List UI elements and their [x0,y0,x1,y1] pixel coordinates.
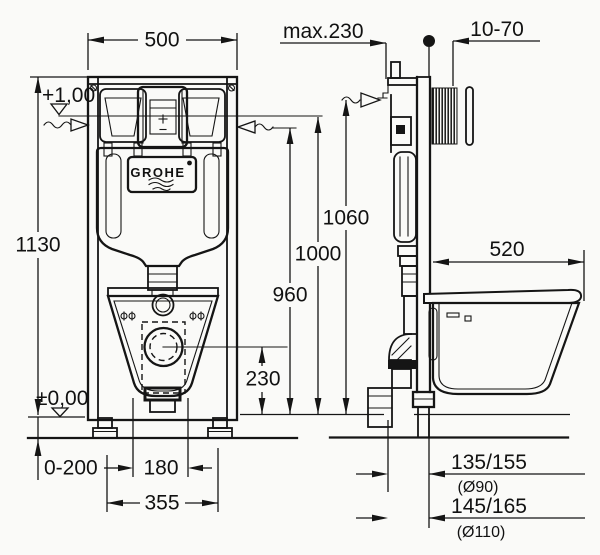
level-label-plus100: +1,00 [42,84,95,107]
dim-label-1000: 1000 [295,243,342,266]
wc-bowl-side-view [423,288,583,396]
dimension-1060: 1060 [323,100,370,414]
break-arrow-icon [341,92,382,108]
flush-inlet-connector [151,293,175,317]
break-arrow-icon [43,118,90,132]
dimension-1000: 1000 [295,117,342,414]
dimension-floor-buildup: 0-200 [34,417,98,480]
fixing-bolts-icon [120,311,205,321]
dim-label-dia110: (Ø110) [457,524,506,541]
dimension-height-1130: 1130 [15,76,88,415]
frame-rail-side [377,61,436,437]
dim-label-max230: max.230 [283,20,364,43]
vent-mark-icon [446,312,460,318]
break-arrow-icon [236,120,274,134]
dim-label-10-70: 10-70 [470,18,524,41]
side-view [367,61,583,437]
grohe-wave-icon [148,177,174,192]
reference-lines [26,35,570,440]
front-view: GROHE [86,75,239,439]
level-marker-icon [49,103,69,116]
dim-label-230: 230 [245,368,280,391]
cistern-side-profile [390,94,418,335]
dim-label-145-165: 145/165 [451,495,527,518]
dim-label-180: 180 [143,457,178,480]
cistern-tank: GROHE [95,146,230,268]
dim-label-520: 520 [489,238,524,261]
dim-label-1060: 1060 [323,207,370,230]
mounting-frame [86,75,239,439]
dimension-outlet-spacing-180: 180 [104,398,212,480]
grohe-logo: GROHE [126,155,198,194]
dim-label-355: 355 [144,492,179,515]
dim-label-dia90: (Ø90) [458,479,499,496]
dim-label-0-200: 0-200 [44,457,98,480]
dimension-drain-110: 145/165 (Ø110) [356,495,585,541]
dimension-drain-90: 135/155 (Ø90) [356,418,585,528]
dimension-bowl-520: 520 [433,238,585,301]
screw-icon [227,84,236,92]
dimension-width-500: 500 [87,29,238,70]
wc-bowl-front-view [106,287,220,413]
dimensions: 500 1130 +1,00 ±0,00 0-200 180 [15,18,585,541]
toilet-seat [423,288,583,304]
screw-icon [89,84,98,92]
dim-label-960: 960 [272,284,307,307]
dimension-max-230: max.230 [280,20,387,79]
flush-actuator [99,85,226,157]
level-label-zero: ±0,00 [36,387,88,410]
registered-mark-icon [187,160,192,166]
dimension-wall-10-70: 10-70 [452,18,540,86]
dimension-960: 960 [271,127,308,414]
level-marker-icon [50,407,70,418]
dim-label-135-155: 135/155 [451,451,527,474]
vent-mark-icon [464,315,472,322]
drain-zone-dashed [141,321,186,394]
dimension-230: 230 [245,347,281,414]
wall-section [431,87,458,145]
fixing-bracket-icon [396,125,405,134]
outlet-box [143,386,182,413]
fixing-point-icon [423,35,435,47]
flush-plate [465,86,474,146]
dim-label-1130: 1130 [15,234,60,257]
dim-label-500: 500 [144,29,179,52]
flush-pipe [147,265,178,317]
dimension-mount-width-355: 355 [106,448,219,515]
grohe-logo-text: GROHE [130,165,185,180]
drain-pipe [367,333,416,428]
